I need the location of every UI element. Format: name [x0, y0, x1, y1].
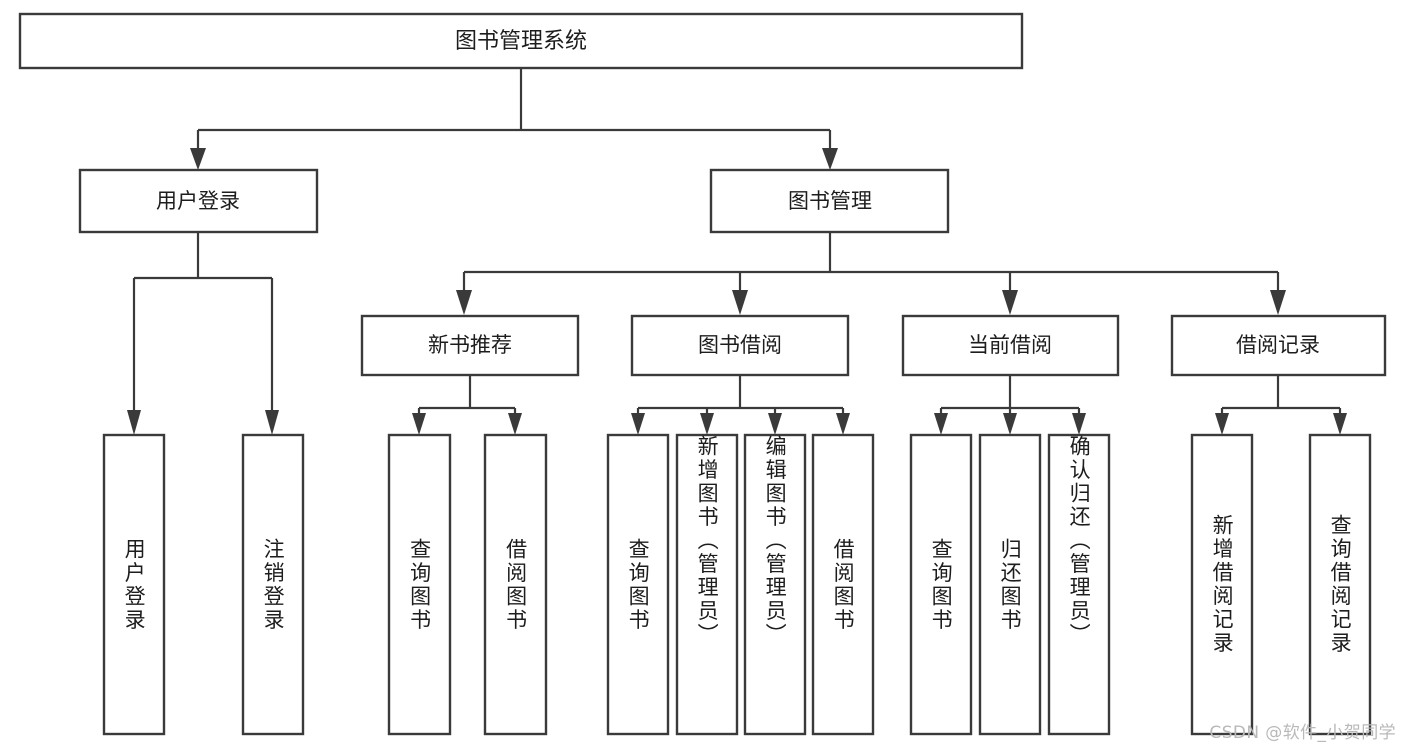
node-book-management-box[interactable]: [709, 168, 950, 234]
csdn-watermark: CSDN @软件_小贺同学: [1209, 723, 1396, 743]
connector-group-borrowrecord-to-leaves: [1215, 375, 1347, 435]
leaf-boxes-borrow-record: [1190, 433, 1372, 736]
node-book-borrow[interactable]: 图书借阅: [630, 314, 850, 377]
node-book-management-label: 图书管理: [788, 189, 872, 213]
node-book-borrow-box[interactable]: [630, 314, 850, 377]
node-borrow-record[interactable]: 借阅记录: [1170, 314, 1387, 377]
leaf-label-nb-query-book-wrap: 查询图书: [389, 435, 450, 734]
node-new-book-recommend-box[interactable]: [360, 314, 580, 377]
arrow-head-leaf-bb-2: [700, 413, 714, 435]
node-borrow-record-label: 借阅记录: [1236, 333, 1320, 357]
leaf-box-bb-edit-book[interactable]: [743, 433, 807, 736]
node-book-borrow-label: 图书借阅: [698, 333, 782, 357]
node-root[interactable]: 图书管理系统: [18, 12, 1024, 70]
leaf-label-br-query-record: 查询借阅记录: [1328, 514, 1353, 655]
leaf-box-logout[interactable]: [241, 433, 305, 736]
arrow-head-leaf-br-1: [1215, 413, 1229, 435]
node-current-borrow-box[interactable]: [901, 314, 1120, 377]
leaf-box-cb-return-book[interactable]: [978, 433, 1042, 736]
leaf-label-cb-query-book: 查询图书: [929, 537, 954, 632]
leaf-box-nb-borrow-book[interactable]: [483, 433, 548, 736]
arrow-head-borrow-record: [1270, 290, 1286, 315]
leaf-label-cb-confirm-return: 确认归还（管理员）: [1067, 435, 1092, 647]
node-user-login-label: 用户登录: [156, 189, 240, 213]
leaf-boxes-user-login: [102, 433, 305, 736]
node-root-label: 图书管理系统: [455, 29, 587, 54]
leaf-box-cb-query-book[interactable]: [909, 433, 973, 736]
leaf-label-nb-borrow-book-wrap: 借阅图书: [485, 435, 546, 734]
leaf-label-nb-borrow-book: 借阅图书: [503, 537, 528, 632]
node-book-management[interactable]: 图书管理: [709, 168, 950, 234]
leaf-label-br-add-record: 新增借阅记录: [1210, 514, 1235, 655]
leaf-box-bb-borrow-book[interactable]: [811, 433, 875, 736]
leaf-label-bb-borrow-book: 借阅图书: [831, 537, 856, 632]
leaf-label-logout: 注销登录: [261, 537, 286, 632]
leaf-box-user-login[interactable]: [102, 433, 166, 736]
leaf-boxes-book-borrow: [606, 433, 875, 736]
arrow-head-new-book-recommend: [456, 290, 472, 315]
connector-group-bookborrow-to-leaves: [631, 375, 850, 435]
node-user-login[interactable]: 用户登录: [78, 168, 319, 234]
connector-group-currentborrow-to-leaves: [934, 375, 1086, 435]
connector-group-bookmgmt-to-level3: [456, 232, 1286, 315]
leaf-label-bb-add-book: 新增图书（管理员）: [695, 435, 720, 647]
leaf-label-cb-query-book-wrap: 查询图书: [911, 435, 971, 734]
arrow-head-leaf-nb-1: [412, 413, 426, 435]
leaf-label-nb-query-book: 查询图书: [407, 537, 432, 632]
node-root-box[interactable]: [18, 12, 1024, 70]
leaf-label-bb-add-book-wrap: 新增图书（管理员）: [677, 435, 737, 734]
arrow-head-leaf-nb-2: [508, 413, 522, 435]
node-current-borrow-label: 当前借阅: [968, 333, 1052, 357]
leaf-label-user-login: 用户登录: [122, 537, 147, 632]
arrow-head-leaf-br-2: [1333, 413, 1347, 435]
leaf-boxes-new-book-recommend: [387, 433, 548, 736]
arrow-head-leaf-bb-1: [631, 413, 645, 435]
node-user-login-box[interactable]: [78, 168, 319, 234]
arrow-head-leaf-cb-3: [1072, 413, 1086, 435]
arrow-head-book-mgmt: [822, 148, 838, 170]
arrow-head-leaf-user-login: [127, 410, 141, 435]
leaf-label-cb-return-book-wrap: 归还图书: [980, 435, 1040, 734]
leaf-box-br-query-record[interactable]: [1308, 433, 1372, 736]
leaf-label-br-query-record-wrap: 查询借阅记录: [1310, 435, 1370, 734]
leaf-box-bb-add-book[interactable]: [675, 433, 739, 736]
leaf-box-cb-confirm-return[interactable]: [1047, 433, 1111, 736]
leaf-box-br-add-record[interactable]: [1190, 433, 1254, 736]
arrow-head-leaf-logout: [265, 410, 279, 435]
leaf-label-logout-wrap: 注销登录: [243, 435, 303, 734]
leaf-label-bb-edit-book-wrap: 编辑图书（管理员）: [745, 435, 805, 734]
leaf-label-br-add-record-wrap: 新增借阅记录: [1192, 435, 1252, 734]
arrow-head-current-borrow: [1002, 290, 1018, 315]
node-new-book-recommend[interactable]: 新书推荐: [360, 314, 580, 377]
arrow-head-leaf-bb-3: [768, 413, 782, 435]
leaf-label-bb-query-book: 查询图书: [626, 537, 651, 632]
leaf-label-bb-query-book-wrap: 查询图书: [608, 435, 668, 734]
node-new-book-recommend-label: 新书推荐: [428, 333, 512, 357]
arrow-head-book-borrow: [732, 290, 748, 315]
connector-group-newbook-to-leaves: [412, 375, 522, 435]
leaf-label-bb-borrow-book-wrap: 借阅图书: [813, 435, 873, 734]
leaf-label-cb-confirm-return-wrap: 确认归还（管理员）: [1049, 435, 1109, 734]
leaf-box-nb-query-book[interactable]: [387, 433, 452, 736]
leaf-boxes-current-borrow: [909, 433, 1111, 736]
leaf-label-user-login-wrap: 用户登录: [104, 435, 164, 734]
arrow-head-leaf-cb-2: [1003, 413, 1017, 435]
leaf-label-bb-edit-book: 编辑图书（管理员）: [763, 435, 788, 647]
node-current-borrow[interactable]: 当前借阅: [901, 314, 1120, 377]
connector-group-userlogin-to-leaves: [127, 232, 279, 435]
node-borrow-record-box[interactable]: [1170, 314, 1387, 377]
leaf-label-cb-return-book: 归还图书: [998, 537, 1023, 632]
arrow-head-leaf-bb-4: [836, 413, 850, 435]
arrow-head-leaf-cb-1: [934, 413, 948, 435]
arrow-head-user-login: [190, 148, 206, 170]
connector-group-root-to-level2: [190, 68, 838, 170]
leaf-box-bb-query-book[interactable]: [606, 433, 670, 736]
